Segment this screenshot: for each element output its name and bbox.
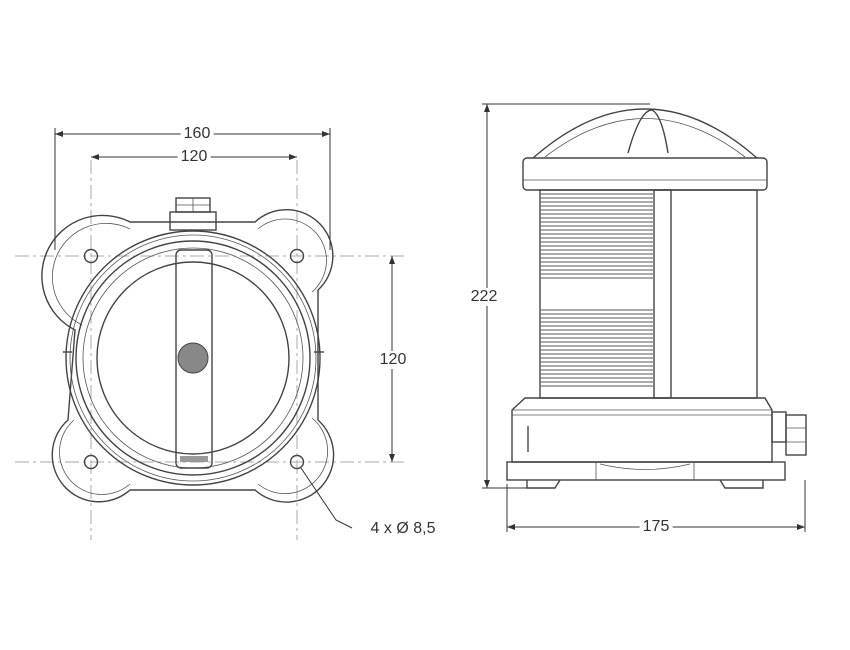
side-view xyxy=(482,103,807,532)
handle-bar xyxy=(175,249,213,469)
side-cable-gland xyxy=(771,411,807,456)
dimension-overall-width: 160 xyxy=(180,125,214,143)
mounting-flange xyxy=(41,208,335,503)
dimension-height: 222 xyxy=(467,288,501,306)
dimension-hole-spacing-vertical: 120 xyxy=(376,351,410,369)
dimension-base-width: 175 xyxy=(639,518,673,536)
dome xyxy=(532,108,758,159)
mounting-holes xyxy=(83,248,305,470)
centerlines xyxy=(15,160,405,540)
cable-gland-top xyxy=(169,197,217,231)
base xyxy=(506,397,786,489)
dimension-hole-spacing-horizontal: 120 xyxy=(177,148,211,166)
center-screw-icon xyxy=(177,342,209,374)
dimension-lines xyxy=(54,128,395,529)
holes-note: 4 x Ø 8,5 xyxy=(370,520,436,537)
front-view xyxy=(15,128,405,540)
cap-ring xyxy=(522,157,768,191)
lens-body xyxy=(539,189,758,399)
